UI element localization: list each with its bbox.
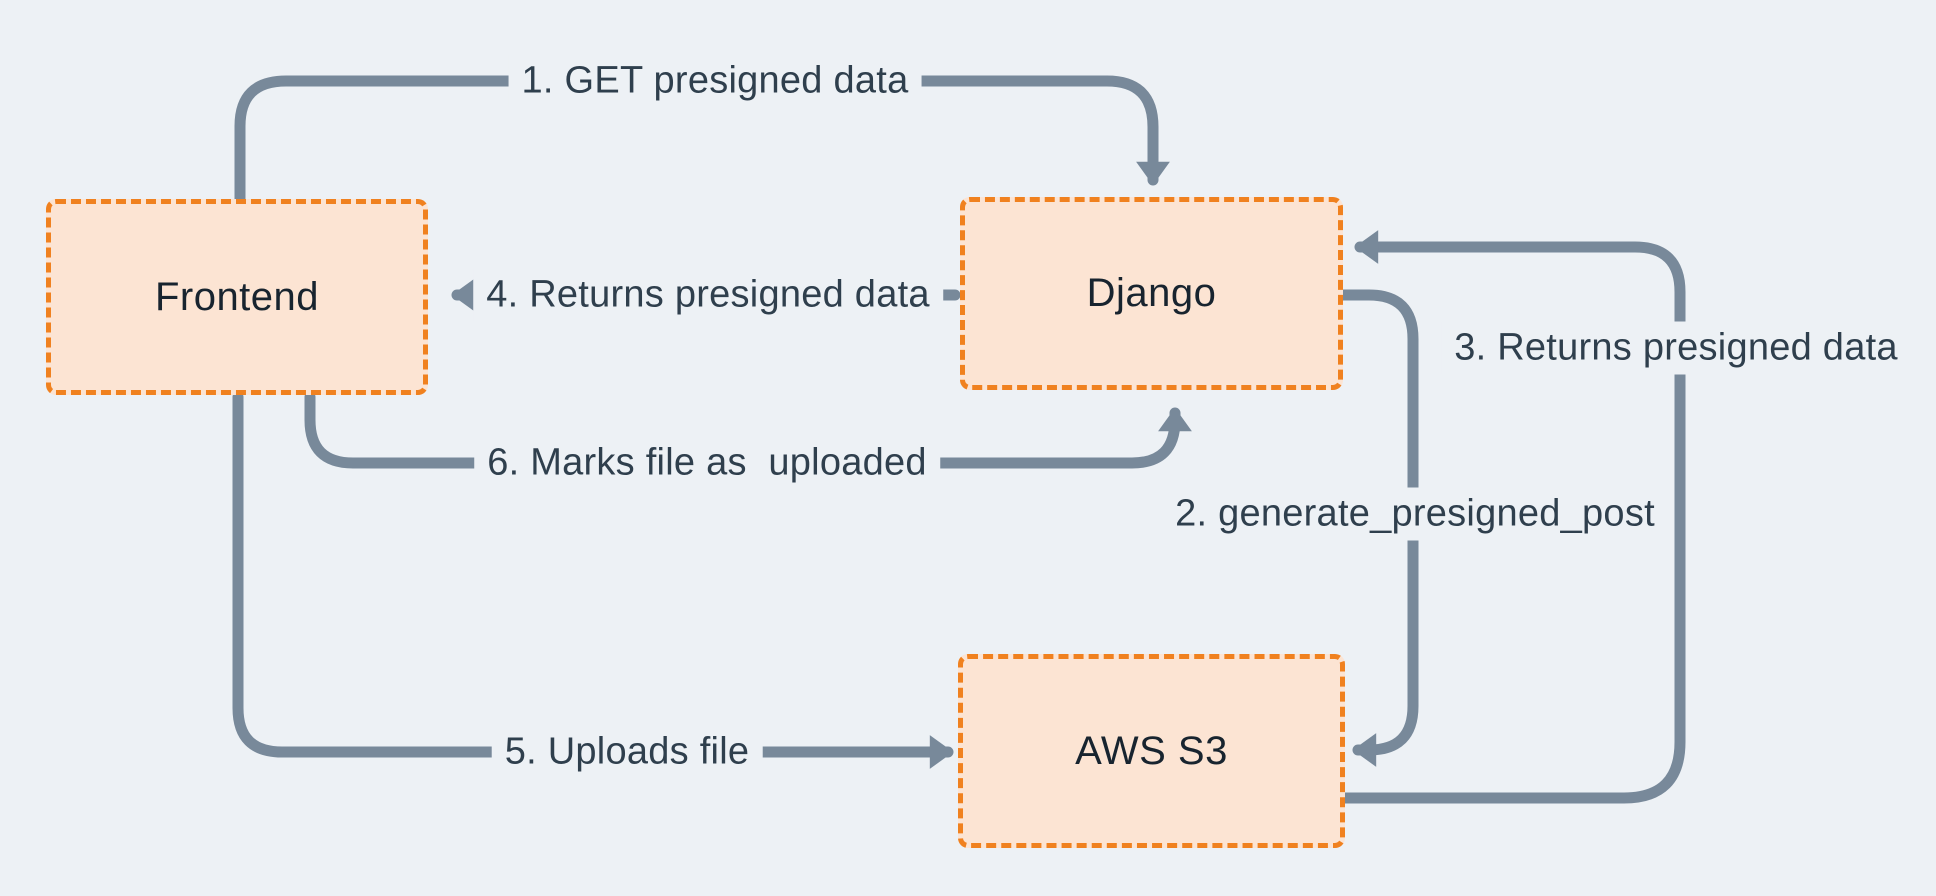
- edge-label-uploads-file: 5. Uploads file: [491, 725, 763, 779]
- node-frontend-label: Frontend: [154, 274, 320, 319]
- edge-label-marks-file-uploaded: 6. Marks file as uploaded: [474, 436, 940, 490]
- node-django-label: Django: [1086, 271, 1217, 315]
- edge-label-generate-presigned-post: 2. generate_presigned_post: [1162, 487, 1668, 541]
- node-aws-s3: AWS S3: [958, 654, 1345, 848]
- node-aws-s3-label: AWS S3: [1075, 728, 1228, 773]
- arrow-3-returns-presigned-data: [1339, 230, 1686, 804]
- edge-label-returns-presigned-data-frontend: 4. Returns presigned data: [473, 268, 943, 322]
- edge-label-get-presigned-data: 1. GET presigned data: [508, 54, 922, 108]
- node-frontend: Frontend: [46, 199, 428, 395]
- arrow-5-uploads-file: [232, 391, 954, 769]
- edge-label-returns-presigned-data-s3: 3. Returns presigned data: [1441, 321, 1911, 375]
- node-django: Django: [960, 197, 1343, 390]
